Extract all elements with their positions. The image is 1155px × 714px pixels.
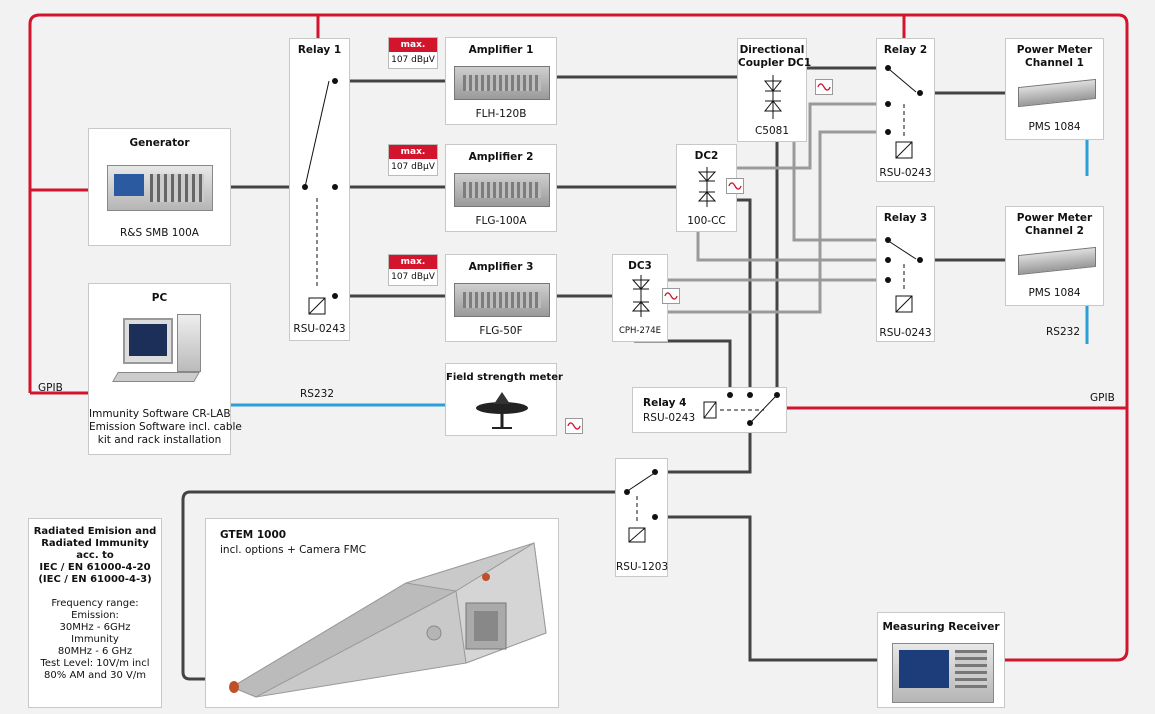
dc1-box: Directional Coupler DC1 C5081 bbox=[737, 38, 812, 142]
gtem-subtitle: incl. options + Camera FMC bbox=[220, 544, 367, 556]
measuring-receiver-box: Measuring Receiver bbox=[877, 612, 1005, 708]
power-meter-1-title-1: Power Meter bbox=[1016, 44, 1093, 56]
relay3-title: Relay 3 bbox=[883, 212, 928, 224]
info-line-7: 80% AM and 30 V/m bbox=[44, 670, 146, 681]
sine-wave-icon bbox=[662, 288, 680, 304]
power-meter-2-model: PMS 1084 bbox=[1028, 287, 1081, 299]
field-strength-meter-box: Field strength meter bbox=[445, 363, 563, 436]
info-line-3: 30MHz - 6GHz bbox=[59, 622, 131, 633]
relay1-title: Relay 1 bbox=[297, 44, 342, 56]
amplifier1-icon bbox=[454, 66, 550, 100]
dc2-model: 100-CC bbox=[687, 215, 726, 227]
amplifier3-model: FLG-50F bbox=[479, 325, 523, 337]
dc3-title: DC3 bbox=[628, 260, 652, 272]
info-line-1: Frequency range: bbox=[51, 598, 139, 609]
power-meter-1-box: Power Meter Channel 1 PMS 1084 bbox=[1005, 38, 1104, 140]
info-bold-2: Radiated Immunity bbox=[41, 538, 149, 549]
relay5-model: RSU-1203 bbox=[616, 561, 669, 573]
relay3-switch bbox=[885, 237, 923, 313]
test-info-box: Radiated Emision and Radiated Immunity a… bbox=[28, 518, 162, 708]
dc3-box: DC3 CPH-274E bbox=[612, 254, 668, 342]
relay3-model: RSU-0243 bbox=[879, 327, 932, 339]
dc3-model: CPH-274E bbox=[618, 326, 662, 336]
relay2-title: Relay 2 bbox=[883, 44, 928, 56]
power-meter-1-model: PMS 1084 bbox=[1028, 121, 1081, 133]
pc-desc-3: kit and rack installation bbox=[97, 434, 222, 446]
gpib-label-right: GPIB bbox=[1090, 392, 1115, 404]
relay1-box: Relay 1 RSU-0243 bbox=[289, 38, 350, 341]
sine-wave-icon bbox=[565, 418, 583, 434]
amplifier1-box: Amplifier 1 FLH-120B bbox=[445, 37, 557, 125]
info-line-2: Emission: bbox=[71, 610, 119, 621]
measuring-receiver-title: Measuring Receiver bbox=[882, 621, 1000, 633]
relay2-model: RSU-0243 bbox=[879, 167, 932, 179]
generator-box: Generator R&S SMB 100A bbox=[88, 128, 231, 246]
dc1-title-1: Directional bbox=[739, 44, 805, 56]
gpib-bus bbox=[28, 13, 1129, 662]
dc1-diode-icon bbox=[763, 75, 783, 119]
amplifier3-title: Amplifier 3 bbox=[468, 261, 534, 273]
power-meter-2-title-2: Channel 2 bbox=[1025, 225, 1084, 237]
amplifier2-model: FLG-100A bbox=[475, 215, 527, 227]
field-strength-meter-title: Field strength meter bbox=[446, 372, 563, 383]
pc-title: PC bbox=[151, 292, 168, 304]
rs232-label-pm: RS232 bbox=[1046, 326, 1081, 338]
power-meter-2-box: Power Meter Channel 2 PMS 1084 bbox=[1005, 206, 1104, 306]
relay1-model: RSU-0243 bbox=[293, 323, 346, 335]
dc1-title-2: Coupler DC1 bbox=[738, 57, 812, 69]
field-probe-icon bbox=[476, 392, 528, 429]
sine-wave-icon bbox=[815, 79, 833, 95]
gtem-title: GTEM 1000 bbox=[220, 529, 287, 541]
dc3-diode-icon bbox=[631, 275, 651, 317]
amplifier2-title: Amplifier 2 bbox=[468, 151, 534, 163]
amplifier3-box: Amplifier 3 FLG-50F bbox=[445, 254, 557, 342]
info-line-4: Immunity bbox=[71, 634, 119, 645]
amplifier2-icon bbox=[454, 173, 550, 207]
amplifier1-title: Amplifier 1 bbox=[468, 44, 534, 56]
generator-title: Generator bbox=[129, 137, 190, 149]
pc-desc-2: Emission Software incl. cable bbox=[89, 421, 242, 433]
relay1-switch bbox=[302, 78, 338, 315]
relay2-switch bbox=[885, 65, 923, 159]
relay3-box: Relay 3 RSU-0243 bbox=[876, 206, 935, 342]
dc1-model: C5081 bbox=[754, 125, 790, 137]
info-bold-4: IEC / EN 61000-4-20 bbox=[39, 562, 151, 573]
power-meter-2-title-1: Power Meter bbox=[1016, 212, 1093, 224]
info-line-6: Test Level: 10V/m incl bbox=[40, 658, 150, 669]
info-bold-1: Radiated Emision and bbox=[33, 526, 157, 537]
rs232-label-pc: RS232 bbox=[300, 388, 335, 400]
power-meter-1-title-2: Channel 1 bbox=[1025, 57, 1084, 69]
relay4-model: RSU-0243 bbox=[643, 412, 696, 424]
measuring-receiver-icon bbox=[892, 643, 994, 703]
pc-box: PC Immunity Software CR-LAB Emission Sof… bbox=[88, 283, 242, 455]
power-meter-2-icon bbox=[1018, 246, 1096, 276]
amplifier3-icon bbox=[454, 283, 550, 317]
info-bold-5: (IEC / EN 61000-4-3) bbox=[38, 574, 152, 585]
gpib-label-left: GPIB bbox=[38, 382, 63, 394]
amplifier2-box: Amplifier 2 FLG-100A bbox=[445, 144, 557, 232]
relay5-box: RSU-1203 bbox=[615, 458, 668, 577]
amp2-max-badge: max. 107 dBµV bbox=[388, 144, 438, 176]
generator-icon bbox=[107, 165, 213, 211]
info-line-5: 80MHz - 6 GHz bbox=[57, 646, 133, 657]
pc-desc-1: Immunity Software CR-LAB bbox=[89, 408, 231, 420]
dc2-diode-icon bbox=[697, 167, 717, 207]
gtem-cell-icon bbox=[229, 542, 547, 698]
sine-wave-icon bbox=[726, 178, 744, 194]
dc2-title: DC2 bbox=[694, 150, 719, 162]
amplifier1-model: FLH-120B bbox=[475, 108, 527, 120]
gtem-box: GTEM 1000 incl. options + Camera FMC bbox=[205, 518, 559, 708]
amp1-max-badge: max. 107 dBµV bbox=[388, 37, 438, 69]
pc-icon bbox=[111, 314, 211, 386]
relay4-switch bbox=[703, 392, 780, 426]
amp3-max-badge: max. 107 dBµV bbox=[388, 254, 438, 286]
relay5-switch bbox=[624, 469, 658, 543]
relay4-title: Relay 4 bbox=[643, 397, 687, 409]
info-bold-3: acc. to bbox=[76, 550, 114, 561]
generator-model: R&S SMB 100A bbox=[120, 227, 199, 239]
power-meter-1-icon bbox=[1018, 78, 1096, 108]
